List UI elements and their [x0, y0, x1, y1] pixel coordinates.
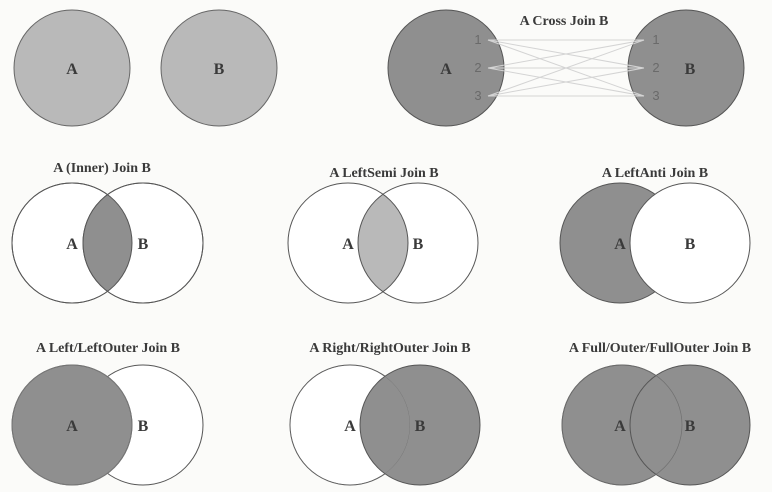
full-outer-set-b-circle: [629, 364, 751, 486]
full-outer-set-a-label: A: [614, 418, 626, 435]
semi-set-a-label: A: [342, 236, 354, 253]
set-a-label: A: [66, 61, 78, 78]
anti-set-b-circle: [629, 182, 751, 304]
left-anti-join-title: A LeftAnti Join B: [602, 166, 708, 181]
right-outer-join-title: A Right/RightOuter Join B: [309, 341, 470, 356]
inner-join-diagram: A (Inner) Join B A B: [11, 161, 204, 304]
left-outer-set-b-label: B: [138, 418, 149, 435]
right-outer-set-b-label: B: [415, 418, 426, 435]
set-b-circle: [160, 9, 278, 127]
left-semi-join-title: A LeftSemi Join B: [329, 166, 438, 181]
inner-join-title: A (Inner) Join B: [53, 161, 151, 176]
right-outer-set-b-circle: [359, 364, 481, 486]
cross-join-diagram: A Cross Join B 1 2 3 1 2 3 A B: [387, 9, 745, 127]
semi-set-b-label: B: [413, 236, 424, 253]
cross-a-row-2: 2: [474, 60, 481, 75]
cross-a-row-1: 1: [474, 32, 481, 47]
right-outer-set-a-label: A: [344, 418, 356, 435]
set-b-label: B: [214, 61, 225, 78]
full-outer-set-b-label: B: [685, 418, 696, 435]
cross-a-row-3: 3: [474, 88, 481, 103]
cross-set-b-label: B: [685, 61, 696, 78]
left-outer-join-title: A Left/LeftOuter Join B: [36, 341, 180, 356]
left-outer-set-a-label: A: [66, 418, 78, 435]
inner-set-b-label: B: [138, 236, 149, 253]
cross-b-row-2: 2: [652, 60, 659, 75]
left-outer-join-diagram: A Left/LeftOuter Join B A B: [11, 341, 204, 486]
cross-b-row-3: 3: [652, 88, 659, 103]
cross-join-title: A Cross Join B: [520, 14, 609, 29]
anti-set-a-label: A: [614, 236, 626, 253]
cross-b-row-1: 1: [652, 32, 659, 47]
left-anti-join-diagram: A LeftAnti Join B A B: [559, 166, 751, 304]
separate-sets: A B: [13, 9, 278, 127]
full-outer-join-title: A Full/Outer/FullOuter Join B: [569, 341, 751, 356]
inner-intersection: [83, 183, 132, 303]
anti-set-b-label: B: [685, 236, 696, 253]
full-outer-join-diagram: A Full/Outer/FullOuter Join B A B: [561, 341, 751, 486]
cross-connections: [487, 39, 645, 97]
left-semi-join-diagram: A LeftSemi Join B A B: [287, 166, 479, 304]
semi-intersection: [358, 183, 408, 303]
inner-set-a-label: A: [66, 236, 78, 253]
cross-set-a-label: A: [440, 61, 452, 78]
set-a-circle: [13, 9, 131, 127]
right-outer-join-diagram: A Right/RightOuter Join B A B: [289, 341, 481, 486]
